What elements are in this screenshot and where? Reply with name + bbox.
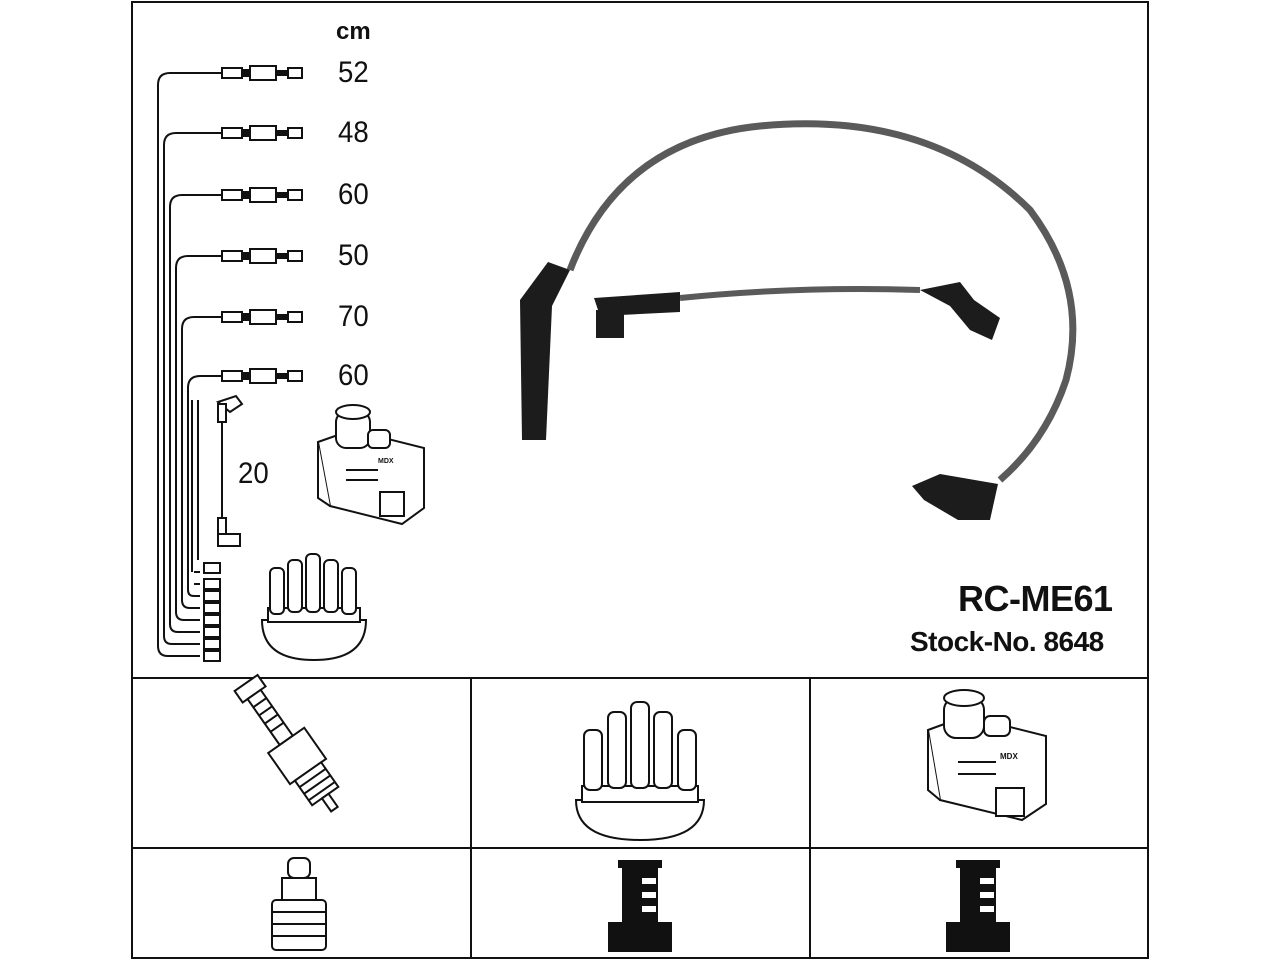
model-number: RC-ME61 <box>958 578 1113 619</box>
distributor-cap-illustration <box>574 701 706 842</box>
ignition-coil-illustration <box>926 689 1047 822</box>
spark-plug-terminal-illustration <box>271 857 327 951</box>
lead-length-4: 50 <box>338 239 369 272</box>
boot-left <box>520 262 570 440</box>
stock-number: Stock-No. 8648 <box>910 626 1104 657</box>
cap-tower-terminal-illustration <box>608 860 672 952</box>
lead-line-5 <box>181 316 222 609</box>
lead-line-6 <box>187 375 222 597</box>
boot-right-top <box>920 282 1000 340</box>
long-cable <box>566 120 1077 483</box>
lead-length-6: 60 <box>338 359 369 392</box>
coil-small-label: MDX <box>378 458 394 465</box>
coil-lead-length: 20 <box>238 457 269 490</box>
ignition-cable-photo <box>520 120 1077 520</box>
coil-small-illustration <box>316 404 425 526</box>
lead-line-1 <box>157 72 222 657</box>
lead-length-1: 52 <box>338 56 369 89</box>
distributor-cap-small-illustration <box>260 553 368 662</box>
lead-line-2 <box>163 132 222 645</box>
lead-length-5: 70 <box>338 300 369 333</box>
lead-length-2: 48 <box>338 116 369 149</box>
lead-line-4 <box>175 255 222 621</box>
spark-plug-illustration <box>233 673 340 813</box>
coil-tower-terminal-illustration <box>946 860 1010 952</box>
coil-lead <box>215 394 244 547</box>
unit-label: cm <box>336 18 371 45</box>
short-cable <box>679 286 921 301</box>
frame <box>131 1 1149 959</box>
boot-mid-end <box>596 310 624 338</box>
lead-line-3 <box>169 194 222 633</box>
lead-length-3: 60 <box>338 178 369 211</box>
boot-right-bottom <box>912 474 998 520</box>
cable-schematic <box>157 72 222 657</box>
coil-label: MDX <box>1000 752 1018 761</box>
